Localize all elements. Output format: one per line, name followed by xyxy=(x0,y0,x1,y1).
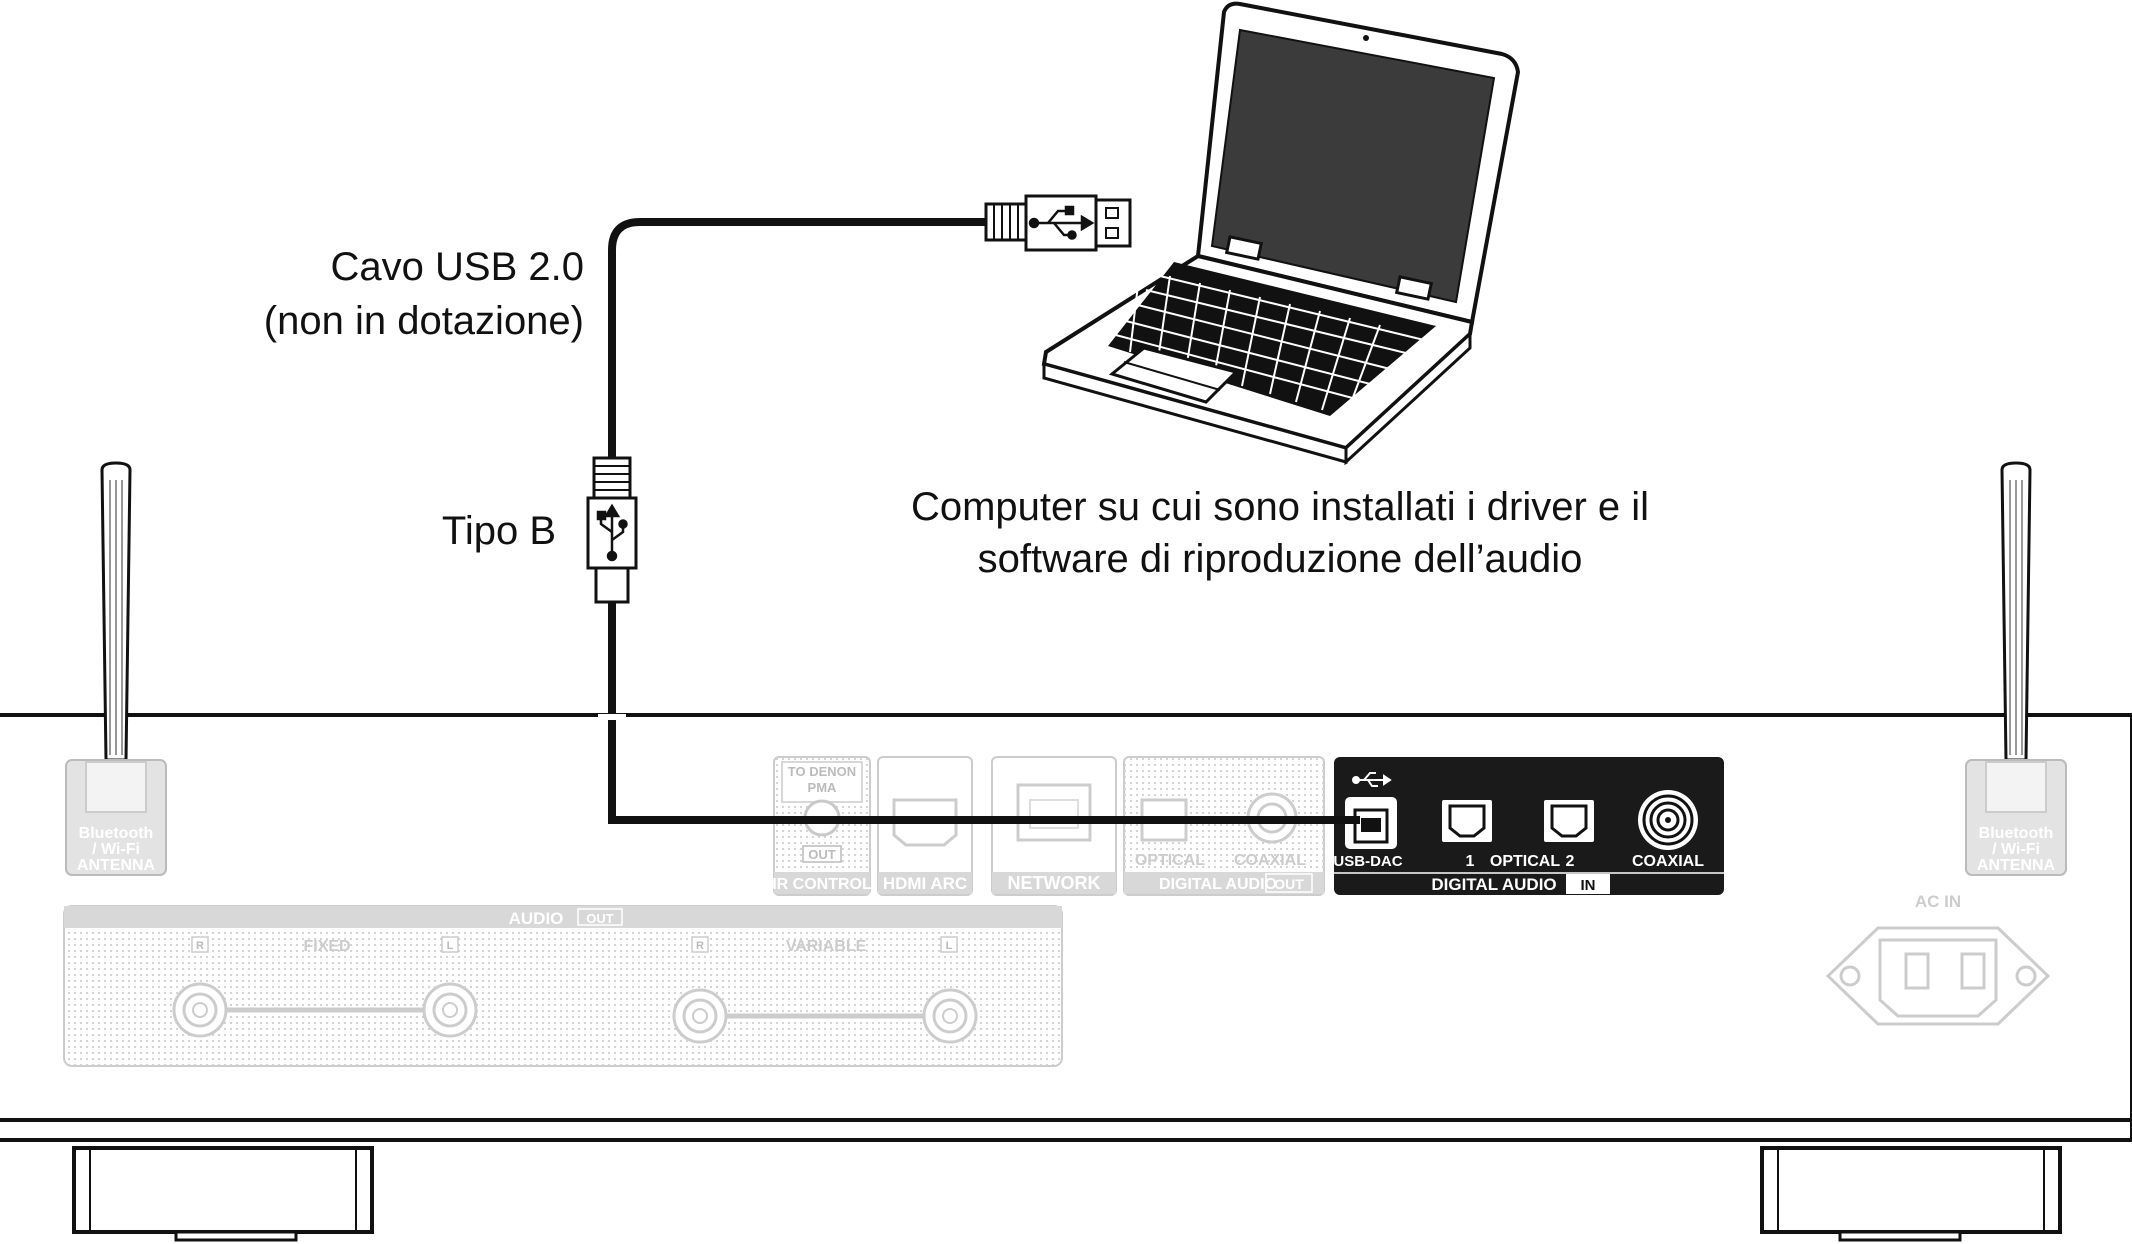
fixed-l-label: L xyxy=(447,940,454,952)
digital-audio-out-block: OPTICAL COAXIAL DIGITAL AUDIO OUT xyxy=(1123,756,1325,896)
usb-a-symbol-icon xyxy=(1028,205,1095,240)
connector-type-caption: Tipo B xyxy=(442,509,556,553)
variable-l-jack xyxy=(922,988,978,1044)
coaxial-in-label: COAXIAL xyxy=(1632,853,1704,870)
right-foot xyxy=(1760,1146,2062,1242)
to-denon-label: TO DENON xyxy=(788,764,856,779)
digital-audio-in-block: USB-DAC 1 OPTICAL 2 COAXIAL DIGITAL AUDI… xyxy=(1333,757,1724,895)
antenna-left: Bluetooth / Wi-Fi ANTENNA xyxy=(65,461,167,876)
pma-label: PMA xyxy=(808,780,838,795)
fixed-label: FIXED xyxy=(303,938,350,955)
usb-symbol-icon xyxy=(1352,772,1392,787)
antenna-label-right-2: / Wi-Fi xyxy=(1992,841,2040,858)
cable-caption-line1: Cavo USB 2.0 xyxy=(331,245,584,289)
ir-control-label: IR CONTROL xyxy=(772,876,872,893)
usb-type-b-plug xyxy=(586,456,638,604)
analog-audio-out-block: AUDIO OUT R FIXED L R VARIABLE L xyxy=(63,905,1063,1067)
laptop-computer xyxy=(1041,1,1521,466)
optical-in-label: OPTICAL xyxy=(1490,853,1560,870)
ac-in-label: AC IN xyxy=(1915,892,1961,911)
antenna-label-left-2: / Wi-Fi xyxy=(92,841,140,858)
network-block: NETWORK xyxy=(991,756,1117,896)
left-foot xyxy=(72,1146,374,1242)
digital-out-badge: OUT xyxy=(1274,876,1304,892)
digital-in-badge: IN xyxy=(1581,877,1596,894)
dig-out-optical-label: OPTICAL xyxy=(1135,852,1205,869)
fixed-l-jack xyxy=(422,982,478,1038)
optical-2-label: 2 xyxy=(1566,853,1575,870)
usb-b-symbol-icon xyxy=(596,503,628,562)
coaxial-in-port[interactable] xyxy=(1638,790,1698,850)
fixed-r-jack xyxy=(172,982,228,1038)
network-label: NETWORK xyxy=(1008,873,1101,893)
audio-label: AUDIO xyxy=(509,909,564,928)
cable-caption-line2: (non in dotazione) xyxy=(264,299,584,343)
ir-control-block: TO DENON PMA OUT IR CONTROL xyxy=(772,756,872,896)
digital-audio-in-label: DIGITAL AUDIO xyxy=(1431,875,1556,894)
antenna-label-left-1: Bluetooth xyxy=(79,825,154,842)
laptop-screen xyxy=(1210,28,1496,304)
ac-in-block: AC IN xyxy=(1825,892,2051,1026)
laptop-touchpad xyxy=(1108,346,1239,404)
variable-l-label: L xyxy=(946,940,953,952)
variable-r-label: R xyxy=(696,940,704,952)
antenna-label-right-3: ANTENNA xyxy=(1977,857,2056,874)
computer-caption-line1: Computer su cui sono installati i driver… xyxy=(911,485,1649,529)
hdmi-arc-label: HDMI ARC xyxy=(883,874,967,893)
antenna-label-right-1: Bluetooth xyxy=(1979,825,2054,842)
digital-audio-out-label: DIGITAL AUDIO xyxy=(1159,876,1277,893)
ir-out-badge: OUT xyxy=(808,847,836,862)
hdmi-arc-block: HDMI ARC xyxy=(877,756,973,896)
optical-1-label: 1 xyxy=(1466,853,1475,870)
dig-out-coaxial-label: COAXIAL xyxy=(1234,852,1306,869)
usb-dac-label: USB-DAC xyxy=(1333,853,1402,870)
antenna-right: Bluetooth / Wi-Fi ANTENNA xyxy=(1965,461,2067,876)
audio-out-badge: OUT xyxy=(586,911,614,926)
antenna-label-left-3: ANTENNA xyxy=(77,857,156,874)
usb-cable xyxy=(586,194,1360,824)
usb-type-a-plug xyxy=(984,194,1132,252)
variable-r-jack xyxy=(672,988,728,1044)
variable-label: VARIABLE xyxy=(786,938,867,955)
fixed-r-label: R xyxy=(196,940,204,952)
computer-caption-line2: software di riproduzione dell’audio xyxy=(978,537,1583,581)
